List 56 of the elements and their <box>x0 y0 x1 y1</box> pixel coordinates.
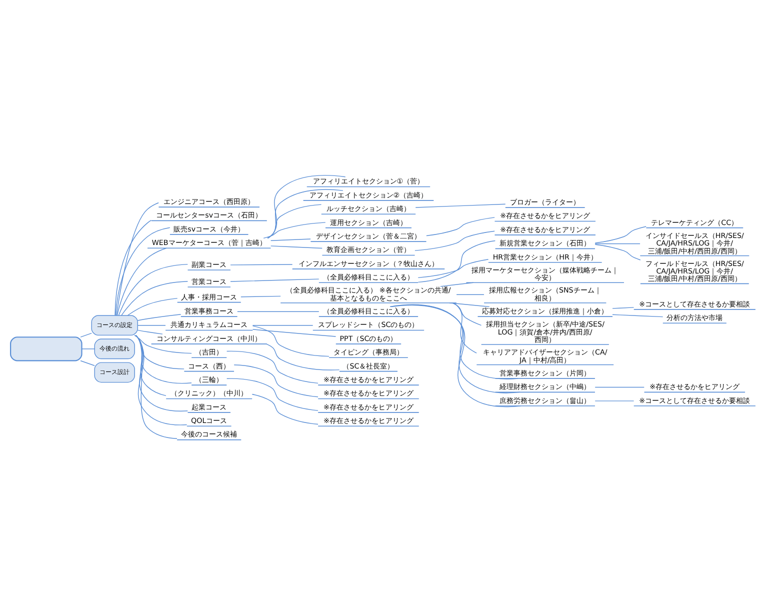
connector <box>234 364 318 397</box>
connector <box>127 297 178 316</box>
connector <box>263 222 326 238</box>
connector <box>121 280 188 316</box>
connector <box>594 386 644 388</box>
connector <box>115 226 170 316</box>
connector <box>252 393 318 424</box>
connector <box>135 334 192 384</box>
connector <box>612 306 634 308</box>
connector <box>440 282 474 286</box>
connector <box>118 263 188 316</box>
connector <box>81 348 95 349</box>
connector <box>453 302 477 353</box>
node-box <box>10 336 82 361</box>
connector <box>137 314 182 320</box>
connector <box>391 304 518 379</box>
connector <box>116 247 167 316</box>
connector <box>237 310 320 312</box>
connector <box>418 240 496 282</box>
connector <box>116 202 159 316</box>
connector <box>136 334 166 396</box>
connector <box>418 258 489 278</box>
connector <box>80 360 95 366</box>
connector <box>270 245 322 248</box>
connector <box>136 334 178 438</box>
connector <box>114 219 152 316</box>
connector <box>230 278 320 282</box>
connector <box>230 264 293 265</box>
connector <box>414 230 495 250</box>
connector <box>268 188 344 238</box>
connector <box>226 378 318 410</box>
connector <box>226 350 318 384</box>
connector <box>612 314 664 317</box>
connector <box>137 324 166 326</box>
connector <box>252 324 314 326</box>
connector <box>136 334 188 425</box>
connector <box>594 242 640 244</box>
connector <box>266 204 322 238</box>
connector <box>137 329 163 334</box>
connector <box>266 343 340 370</box>
connector <box>426 216 495 236</box>
connector <box>594 244 641 260</box>
connector <box>252 328 336 336</box>
connector <box>452 302 482 326</box>
connector <box>80 332 92 337</box>
connector <box>594 400 634 401</box>
connector <box>240 295 281 297</box>
connector <box>449 302 490 307</box>
connector <box>136 334 188 411</box>
connector <box>268 174 346 238</box>
connector <box>415 203 506 208</box>
connector <box>252 325 330 356</box>
connector <box>594 226 646 243</box>
connector <box>134 334 192 354</box>
connector <box>270 238 311 240</box>
connector <box>456 294 484 295</box>
